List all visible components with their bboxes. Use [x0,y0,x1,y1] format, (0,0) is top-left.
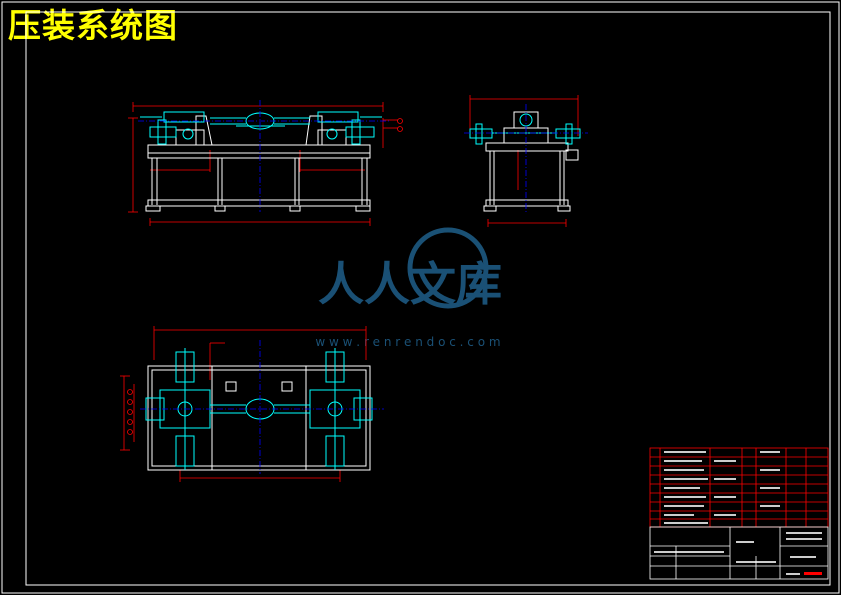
watermark-url: w w w . r e n r e n d o c . c o m [315,335,500,349]
front-view [128,100,403,226]
title-block [649,447,829,580]
inner-border [25,11,831,586]
plan-view [120,326,384,482]
watermark-text: 人人文库 [318,257,502,311]
side-view [464,95,588,227]
watermark: 人人文库 w w w . r e n r e n d o c . c o m [315,227,502,349]
